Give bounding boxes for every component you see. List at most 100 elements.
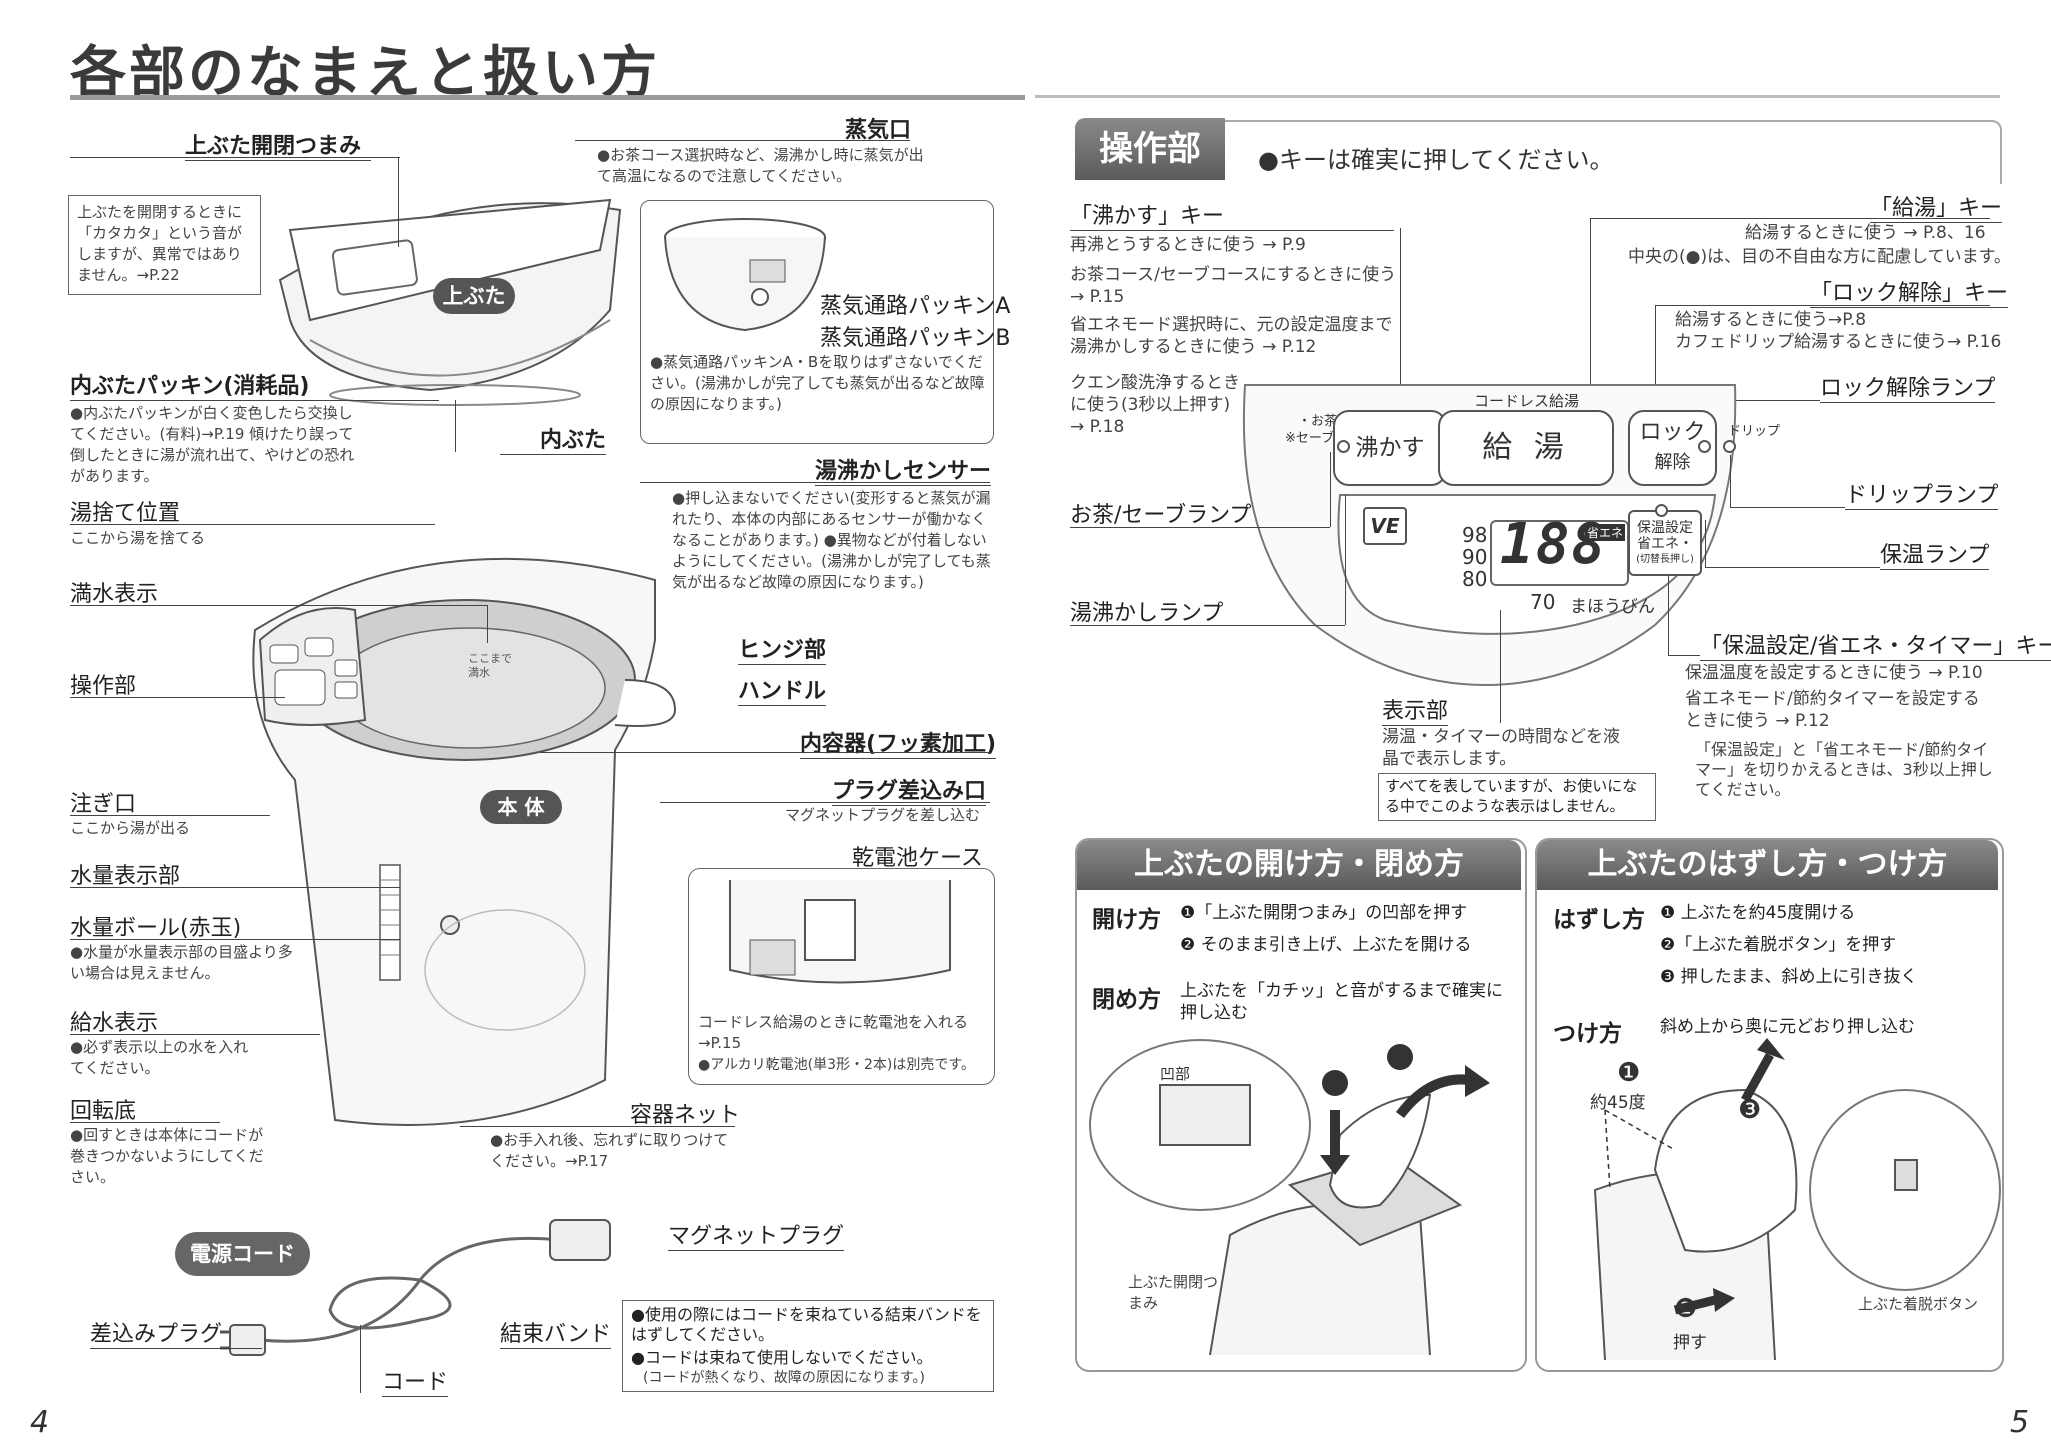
remove-step-mark-1: ❶ <box>1617 1058 1641 1088</box>
eco-indicator: 省エネ <box>1585 524 1626 541</box>
leader-line <box>1668 655 1700 656</box>
title-rule-right <box>1035 95 2000 98</box>
inner-lid-packing-note: ●内ぶたパッキンが白く変色したら交換してください。(有料)→P.19 傾けたり誤… <box>70 404 355 485</box>
remove-step-mark-3: ❸ <box>1738 1095 1762 1125</box>
leader-line <box>1345 495 1346 625</box>
boil-lamp-label: 湯沸かしランプ <box>1070 601 1224 626</box>
inner-lid-label: 内ぶた <box>500 422 607 455</box>
open-lid-illustration <box>1089 1039 1490 1356</box>
remove-step-1: ❶ 上ぶたを約45度開ける <box>1660 903 1856 923</box>
swivel-base-note: ●回すときは本体にコードが巻きつかないようにしてください。 <box>70 1126 264 1186</box>
leader-line <box>70 605 488 606</box>
temp-90: 90 <box>1462 545 1488 569</box>
tea-save-lamp <box>1337 440 1350 453</box>
spout-note: ここから湯が出る <box>70 819 191 837</box>
leader-line <box>1590 218 1591 436</box>
spout-label: 注ぎ口 <box>70 792 137 817</box>
unlock-note-2: カフェドリップ給湯するときに使う→ P.16 <box>1675 332 2002 352</box>
temp-70: 70 <box>1530 590 1556 614</box>
boil-note-1: 再沸とうするときに使う → P.9 <box>1070 235 1306 255</box>
open-step-1: ❶「上ぶた開閉つまみ」の凹部を押す <box>1180 903 1468 923</box>
leader-line <box>1070 527 1330 528</box>
keepwarm-key[interactable]: 保温設定 省エネ・ (切替長押し) <box>1628 510 1702 576</box>
battery-case-label: 乾電池ケース <box>852 846 983 871</box>
leader-line <box>70 157 400 158</box>
unlock-text: 解除 <box>1654 452 1691 473</box>
ve-logo: VE <box>1363 507 1407 545</box>
keepwarm-line2: 省エネ・ <box>1637 536 1693 552</box>
boil-key[interactable]: 沸かす <box>1333 410 1447 486</box>
water-ball-note: ●水量が水量表示部の目盛より多い場合は見えません。 <box>70 943 293 982</box>
page-number-left: 4 <box>30 1405 50 1440</box>
leader-line <box>1712 400 1820 401</box>
tea-label: ・お茶 <box>1298 414 1338 429</box>
lcd-digits: 188 <box>1500 512 1608 577</box>
angle-label: 約45度 <box>1590 1093 1646 1113</box>
section-subtitle: ●キーは確実に押してください。 <box>1258 146 1614 174</box>
unlock-note-1: 給湯するときに使う→P.8 <box>1675 310 1867 330</box>
leader-line <box>1655 305 1990 306</box>
lid-badge: 上ぶた <box>433 278 515 314</box>
open-close-panel <box>1075 838 1527 1372</box>
leader-line <box>460 1126 735 1127</box>
display-box-text: すべてを表していますが、お使いになる中でこのような表示はしません。 <box>1385 777 1638 815</box>
control-panel-label: 操作部 <box>70 674 137 699</box>
inner-mark-1: ここまで <box>468 652 512 665</box>
remove-attach-title: 上ぶたのはずし方・つけ方 <box>1537 840 1998 890</box>
boil-key-label: 「沸かす」キー <box>1070 198 1395 231</box>
drain-position-label: 湯捨て位置 <box>70 501 181 526</box>
leader-line <box>1668 575 1669 655</box>
sensor-note: ●押し込まないでください(変形すると蒸気が漏れたり、本体の内部にあるセンサーが働… <box>672 489 991 591</box>
page-number-right: 5 <box>2010 1405 2030 1440</box>
section-frame <box>1075 120 2002 184</box>
attach-text: 斜め上から奥に元どおり押し込む <box>1660 1017 1915 1037</box>
cord-warning-2: ●コードは束ねて使用しないでください。 <box>631 1348 933 1367</box>
dispense-key[interactable]: 給 湯 <box>1438 410 1614 486</box>
leader-line <box>1590 218 1990 219</box>
remove-step-3: ❸ 押したまま、斜め上に引き抜く <box>1660 967 1918 987</box>
drip-label: ドリップ <box>1728 424 1781 439</box>
keep-warm-lamp-label: 保温ランプ <box>1880 537 1990 570</box>
leader-line <box>575 140 910 141</box>
display-note: 湯温・タイマーの時間などを液晶で表示します。 <box>1382 727 1620 769</box>
pot-body-illustration <box>252 557 677 1126</box>
leader-line <box>1655 305 1656 440</box>
leader-line <box>1400 228 1401 438</box>
water-gauge-label: 水量表示部 <box>70 864 181 889</box>
display-note-box: すべてを表していますが、お使いになる中でこのような表示はしません。 <box>1378 773 1656 821</box>
leader-line <box>1705 567 1880 568</box>
open-label: 開け方 <box>1092 907 1161 933</box>
leader-line <box>360 1325 361 1393</box>
drip-lamp <box>1723 440 1736 453</box>
inner-lid-packing-label: 内ぶたパッキン(消耗品) <box>70 368 440 401</box>
remove-attach-panel <box>1535 838 2004 1372</box>
leader-line <box>70 939 400 940</box>
packing-a-label: 蒸気通路パッキンA <box>820 294 1011 319</box>
leader-line <box>70 1122 220 1123</box>
cord-warning-1: ●使用の際にはコードを束ねている結束バンドをはずしてください。 <box>631 1305 982 1344</box>
save-label: ※セーブ <box>1285 431 1335 446</box>
open-close-title: 上ぶたの開け方・閉め方 <box>1077 840 1521 890</box>
battery-case-illustration <box>729 880 951 984</box>
min-mark-label: 給水表示 <box>70 1011 159 1036</box>
unlock-lamp <box>1698 440 1711 453</box>
leader-line <box>70 697 285 698</box>
leader-line <box>640 482 990 483</box>
tea-save-lamp-label: お茶/セーブランプ <box>1070 503 1252 528</box>
steam-port-label: 蒸気口 <box>845 118 912 143</box>
body-badge: 本 体 <box>480 790 562 824</box>
dispense-note-2: 中央の(●)は、目の不自由な方に配慮しています。 <box>1628 247 2011 267</box>
leader-line <box>455 400 456 452</box>
full-mark-label: 満水表示 <box>70 582 159 607</box>
plug-socket-label: プラグ差込み口 <box>832 773 987 806</box>
leader-line <box>70 1034 320 1035</box>
min-mark-note: ●必ず表示以上の水を入れてください。 <box>70 1038 249 1077</box>
plug-socket-note: マグネットプラグを差し込む <box>785 806 981 824</box>
leader-line <box>487 605 488 643</box>
container-net-label: 容器ネット <box>630 1103 741 1128</box>
attach-label: つけ方 <box>1553 1021 1622 1047</box>
leader-line <box>660 802 990 803</box>
leader-line <box>1330 452 1331 527</box>
boil-note-3: 省エネモード選択時に、元の設定温度まで湯沸かしするときに使う → P.12 <box>1070 315 1393 357</box>
cord-warning-box: ●使用の際にはコードを束ねている結束バンドをはずしてください。 ●コードは束ねて… <box>622 1300 994 1392</box>
